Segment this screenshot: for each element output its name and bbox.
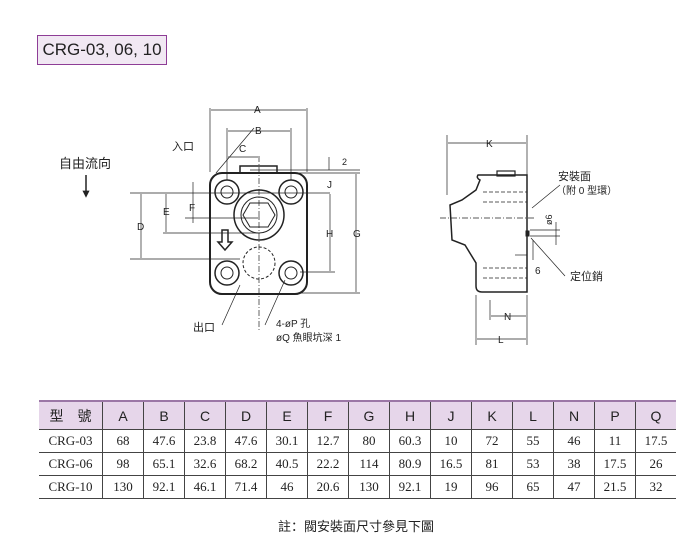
dim-N: N [504, 312, 511, 323]
dim-F: F [189, 203, 195, 214]
footnote: 註：閥安裝面尺寸參見下圖 [278, 519, 435, 534]
header-cell: J [430, 401, 472, 430]
dim-C: C [239, 144, 246, 155]
table-cell: 20.6 [307, 475, 349, 499]
header-cell: F [307, 401, 349, 430]
header-cell: L [512, 401, 554, 430]
model-cell: CRG-03 [39, 429, 103, 453]
model-title: CRG-03, 06, 10 [37, 35, 167, 65]
table-header-row: 型 號 A B C D E F G H J K L N P Q [39, 401, 676, 430]
table-cell: 65.1 [143, 452, 185, 476]
header-cell: E [266, 401, 308, 430]
side-view: K N L 6 ø6 安裝面 （附 0 型環） 定位銷 [440, 135, 617, 346]
table-cell: 47 [553, 475, 595, 499]
outlet-label: 出口 [193, 320, 215, 334]
model-cell: CRG-10 [39, 475, 103, 499]
dim-K: K [486, 139, 493, 150]
header-cell: Q [635, 401, 676, 430]
table-cell: 17.5 [635, 429, 676, 453]
dim-A: A [254, 105, 261, 116]
table-cell: 40.5 [266, 452, 308, 476]
technical-drawing: A B C D E F G H J 2 入口 自由流向 出口 4-øP 孔 øQ… [59, 105, 617, 346]
table-cell: 46 [553, 429, 595, 453]
table-cell: 23.8 [184, 429, 226, 453]
header-cell: A [102, 401, 144, 430]
model-cell: CRG-06 [39, 452, 103, 476]
table-cell: 92.1 [389, 475, 431, 499]
table-cell: 80.9 [389, 452, 431, 476]
table-cell: 11 [594, 429, 636, 453]
table-cell: 65 [512, 475, 554, 499]
dim-H: H [326, 229, 333, 240]
table-cell: 96 [471, 475, 513, 499]
flow-direction-label: 自由流向 [59, 156, 111, 171]
table-cell: 130 [348, 475, 390, 499]
header-cell: G [348, 401, 390, 430]
table-cell: 38 [553, 452, 595, 476]
table-cell: 71.4 [225, 475, 267, 499]
header-cell: P [594, 401, 636, 430]
dim-B: B [255, 126, 262, 137]
table-cell: 47.6 [143, 429, 185, 453]
table-cell: 68 [102, 429, 144, 453]
header-cell: 型 號 [39, 401, 103, 430]
table-cell: 60.3 [389, 429, 431, 453]
dim-J: J [327, 180, 332, 191]
header-cell: B [143, 401, 185, 430]
table-cell: 130 [102, 475, 144, 499]
dim-E: E [163, 207, 170, 218]
header-cell: D [225, 401, 267, 430]
table-cell: 22.2 [307, 452, 349, 476]
table-cell: 30.1 [266, 429, 308, 453]
dim-D: D [137, 222, 144, 233]
table-cell: 81 [471, 452, 513, 476]
header-cell: K [471, 401, 513, 430]
dim-G: G [353, 229, 361, 240]
table-cell: 16.5 [430, 452, 472, 476]
table-cell: 47.6 [225, 429, 267, 453]
table-cell: 17.5 [594, 452, 636, 476]
table-cell: 10 [430, 429, 472, 453]
table-cell: 32.6 [184, 452, 226, 476]
header-cell: H [389, 401, 431, 430]
table-cell: 53 [512, 452, 554, 476]
table-cell: 55 [512, 429, 554, 453]
dim-phi6: ø6 [544, 214, 554, 225]
table-cell: 72 [471, 429, 513, 453]
table-cell: 26 [635, 452, 676, 476]
hole-note-1: 4-øP 孔 [276, 318, 310, 330]
header-cell: N [553, 401, 595, 430]
table-cell: 32 [635, 475, 676, 499]
table-cell: 21.5 [594, 475, 636, 499]
header-cell: C [184, 401, 226, 430]
oring-note: （附 0 型環） [556, 184, 617, 197]
hole-note-2: øQ 魚眼坑深 1 [276, 331, 341, 344]
table-cell: 80 [348, 429, 390, 453]
table-cell: 19 [430, 475, 472, 499]
table-cell: 92.1 [143, 475, 185, 499]
dim-L: L [498, 335, 504, 346]
inlet-label: 入口 [172, 141, 194, 153]
table-cell: 68.2 [225, 452, 267, 476]
mount-face-label: 安裝面 [558, 169, 591, 183]
table-cell: 46.1 [184, 475, 226, 499]
dim-6: 6 [535, 266, 541, 277]
dim-2: 2 [342, 157, 347, 167]
front-view: A B C D E F G H J 2 入口 自由流向 出口 4-øP 孔 øQ… [59, 105, 361, 344]
table-cell: 98 [102, 452, 144, 476]
table-cell: 114 [348, 452, 390, 476]
pin-label: 定位銷 [570, 269, 603, 283]
table-cell: 46 [266, 475, 308, 499]
table-cell: 12.7 [307, 429, 349, 453]
